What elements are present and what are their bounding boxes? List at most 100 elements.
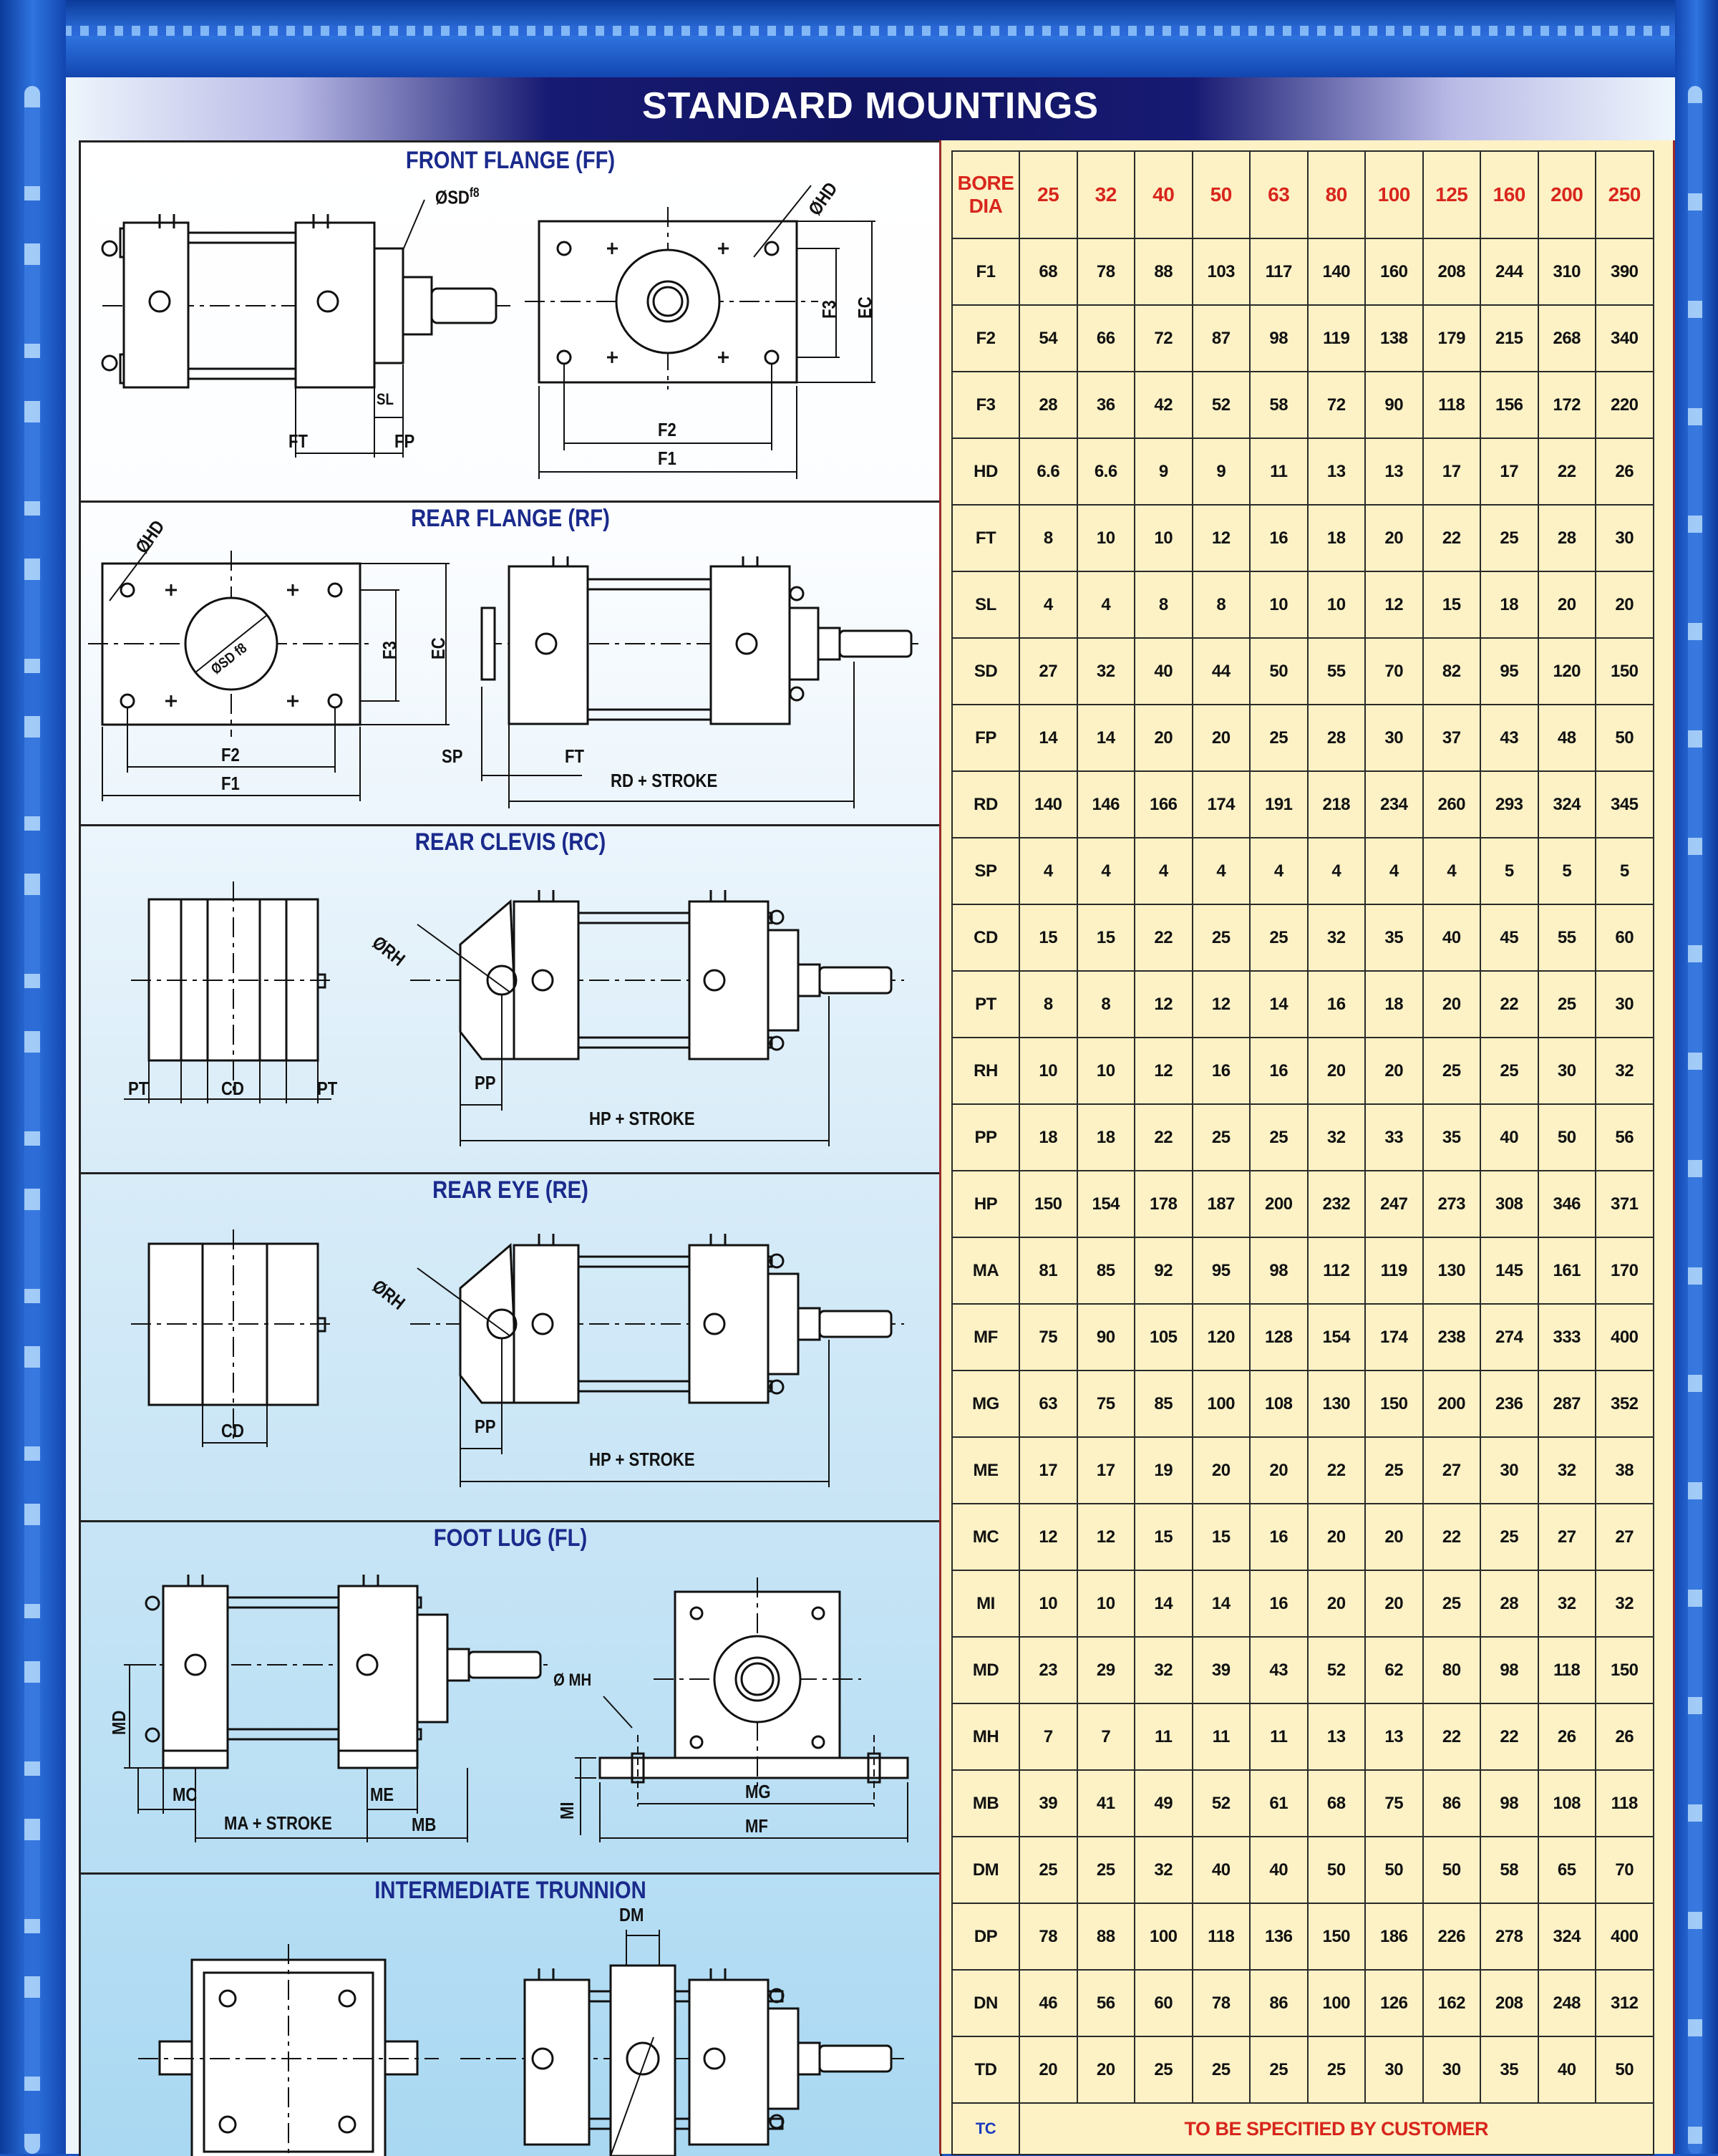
bore-size-header: 50: [1191, 150, 1251, 239]
table-cell: 28: [1306, 704, 1366, 772]
dimension-label: MG: [951, 1370, 1020, 1438]
table-cell: 260: [1422, 770, 1481, 838]
table-cell: 150: [1364, 1370, 1424, 1438]
table-cell: 17: [1480, 438, 1539, 506]
table-cell: 232: [1306, 1170, 1366, 1238]
table-cell: 81: [1019, 1237, 1078, 1305]
table-cell: 178: [1134, 1170, 1193, 1238]
table-cell: 14: [1076, 704, 1135, 772]
table-cell: 48: [1537, 704, 1596, 772]
table-cell: 4: [1076, 837, 1135, 905]
table-cell: 8: [1076, 970, 1135, 1038]
table-cell: 44: [1191, 637, 1251, 705]
table-cell: 28: [1019, 371, 1078, 439]
table-cell: 43: [1249, 1636, 1309, 1704]
table-cell: 20: [1191, 704, 1251, 772]
label-f2: F2: [658, 419, 676, 440]
table-cell: 54: [1019, 304, 1078, 372]
table-cell: 20: [1422, 970, 1481, 1038]
dimension-label: HD: [951, 438, 1020, 506]
table-cell: 236: [1480, 1370, 1539, 1438]
table-cell: 55: [1537, 904, 1596, 972]
table-cell: 273: [1422, 1170, 1481, 1238]
label-mh: Ø MH: [553, 1671, 592, 1690]
table-cell: 150: [1595, 1636, 1654, 1704]
label-pp: PP: [475, 1416, 496, 1437]
table-cell: 88: [1134, 238, 1193, 306]
dimension-label: F3: [951, 371, 1020, 439]
table-cell: 70: [1595, 1836, 1654, 1904]
table-cell: 42: [1134, 371, 1193, 439]
dimension-label: FP: [951, 704, 1020, 772]
table-cell: 27: [1595, 1503, 1654, 1571]
dimension-label: FT: [951, 504, 1020, 572]
table-cell: 25: [1191, 1103, 1251, 1171]
table-cell: 61: [1249, 1769, 1309, 1837]
table-cell: 215: [1480, 304, 1539, 372]
table-cell: 11: [1191, 1703, 1251, 1771]
table-cell: 75: [1019, 1303, 1078, 1371]
table-cell: 118: [1191, 1903, 1251, 1971]
table-cell: 30: [1595, 504, 1654, 572]
table-cell: 68: [1306, 1769, 1366, 1837]
table-cell: 220: [1595, 371, 1654, 439]
table-cell: 25: [1364, 1436, 1424, 1504]
label-sd-text: ØSD: [435, 186, 470, 208]
table-cell: 25: [1306, 2036, 1366, 2104]
table-cell: 18: [1076, 1103, 1135, 1171]
table-cell: 32: [1306, 904, 1366, 972]
table-cell: 20: [1306, 1570, 1366, 1638]
table-cell: 4: [1019, 837, 1078, 905]
table-cell: 30: [1422, 2036, 1481, 2104]
table-cell: 88: [1076, 1903, 1135, 1971]
tc-note: TO BE SPECITIED BY CUSTOMER: [1019, 2102, 1654, 2155]
spindle-ornament: [24, 86, 40, 2154]
table-cell: 25: [1134, 2036, 1193, 2104]
table-cell: 82: [1422, 637, 1481, 705]
table-cell: 9: [1134, 438, 1193, 506]
table-cell: 10: [1019, 1570, 1078, 1638]
frame-left-border: [0, 0, 66, 2154]
table-cell: 20: [1249, 1436, 1309, 1504]
table-cell: 25: [1422, 1037, 1481, 1105]
dimension-label: MA: [951, 1237, 1020, 1305]
label-me: ME: [370, 1784, 394, 1805]
table-cell: 22: [1422, 1503, 1481, 1571]
table-cell: 4: [1134, 837, 1193, 905]
section-title: REAR CLEVIS (RC): [414, 828, 606, 856]
table-cell: 25: [1249, 1103, 1309, 1171]
table-cell: 100: [1134, 1903, 1193, 1971]
table-cell: 11: [1249, 1703, 1309, 1771]
table-cell: 41: [1076, 1769, 1135, 1837]
dimension-label: DP: [951, 1903, 1020, 1971]
label-md: MD: [108, 1710, 130, 1735]
table-cell: 146: [1076, 770, 1135, 838]
table-cell: 340: [1595, 304, 1654, 372]
table-cell: 20: [1019, 2036, 1078, 2104]
table-cell: 268: [1537, 304, 1596, 372]
table-cell: 140: [1306, 238, 1366, 306]
table-cell: 346: [1537, 1170, 1596, 1238]
table-cell: 22: [1306, 1436, 1366, 1504]
rear-clevis-drawing: [124, 881, 904, 1146]
table-cell: 200: [1422, 1370, 1481, 1438]
table-cell: 8: [1191, 571, 1251, 639]
table-cell: 103: [1191, 238, 1251, 306]
header-bar: STANDARD MOUNTINGS: [66, 77, 1675, 140]
table-cell: 16: [1191, 1037, 1251, 1105]
table-cell: 13: [1306, 438, 1366, 506]
table-cell: 19: [1134, 1436, 1193, 1504]
label-hp: HP + STROKE: [589, 1449, 695, 1470]
table-cell: 32: [1134, 1836, 1193, 1904]
table-cell: 22: [1480, 970, 1539, 1038]
table-cell: 39: [1019, 1769, 1078, 1837]
